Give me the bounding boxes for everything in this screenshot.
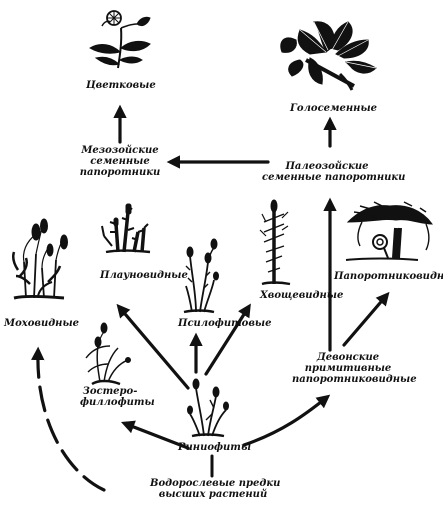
label-line: высших растений (158, 489, 268, 500)
label-rhyniophytes: Риниофиты (178, 442, 252, 453)
label-line: семенные папоротники (262, 172, 406, 183)
arrow-rhynio-to-horsetails (204, 303, 251, 376)
label-line: Мезозойские (81, 145, 159, 156)
label-line: папоротниковидные (292, 374, 417, 385)
psilophyte-icon (183, 238, 219, 314)
label-devonian-ferns: Девонские примитивные папоротниковидные (292, 352, 417, 385)
arrow-rhynio-to-zosterophylls (120, 420, 190, 450)
club-moss-icon (101, 203, 151, 254)
flowering-plant-icon (89, 10, 151, 69)
label-gymnosperms: Голосеменные (290, 103, 378, 114)
label-zosterophylls: Зостеро- филлофиты (80, 386, 155, 408)
label-line: филлофиты (80, 397, 155, 408)
label-mosses: Моховидные (4, 318, 79, 329)
label-angiosperms: Цветковые (86, 80, 156, 91)
label-lycopods: Плауновидные (100, 270, 188, 281)
label-mesozoic-seed-ferns: Мезозойские семенные папоротники (76, 145, 164, 178)
zosterophyll-icon (85, 322, 131, 386)
moss-icon (11, 218, 68, 300)
arrow-rhynio-to-devonian (242, 394, 331, 447)
label-line: Зостеро- (82, 386, 138, 397)
label-horsetails: Хвощевидные (260, 290, 344, 301)
arrow-devonian-to-ferns (342, 291, 390, 347)
label-line: Водорослевые предки (150, 478, 281, 489)
tree-fern-icon (345, 201, 433, 261)
arrow-algae-to-mosses (31, 346, 106, 492)
label-ferns: Папоротниковидные (334, 271, 443, 282)
horsetail-icon (259, 199, 291, 286)
arrow-rhynio-to-lycopods (116, 303, 190, 390)
label-line: Девонские (316, 352, 380, 363)
label-line: семенные (90, 156, 150, 167)
label-psilophytes: Псилофитовые (178, 318, 272, 329)
rhyniophyte-icon (187, 378, 229, 438)
label-line: Палеозойские (285, 161, 369, 172)
label-line: примитивные (304, 363, 392, 374)
ginkgo-branch-icon (280, 21, 377, 91)
label-algal-ancestors: Водорослевые предки высших растений (150, 478, 281, 500)
label-line: папоротники (79, 167, 161, 178)
label-paleozoic-seed-ferns: Палеозойские семенные папоротники (262, 161, 406, 183)
